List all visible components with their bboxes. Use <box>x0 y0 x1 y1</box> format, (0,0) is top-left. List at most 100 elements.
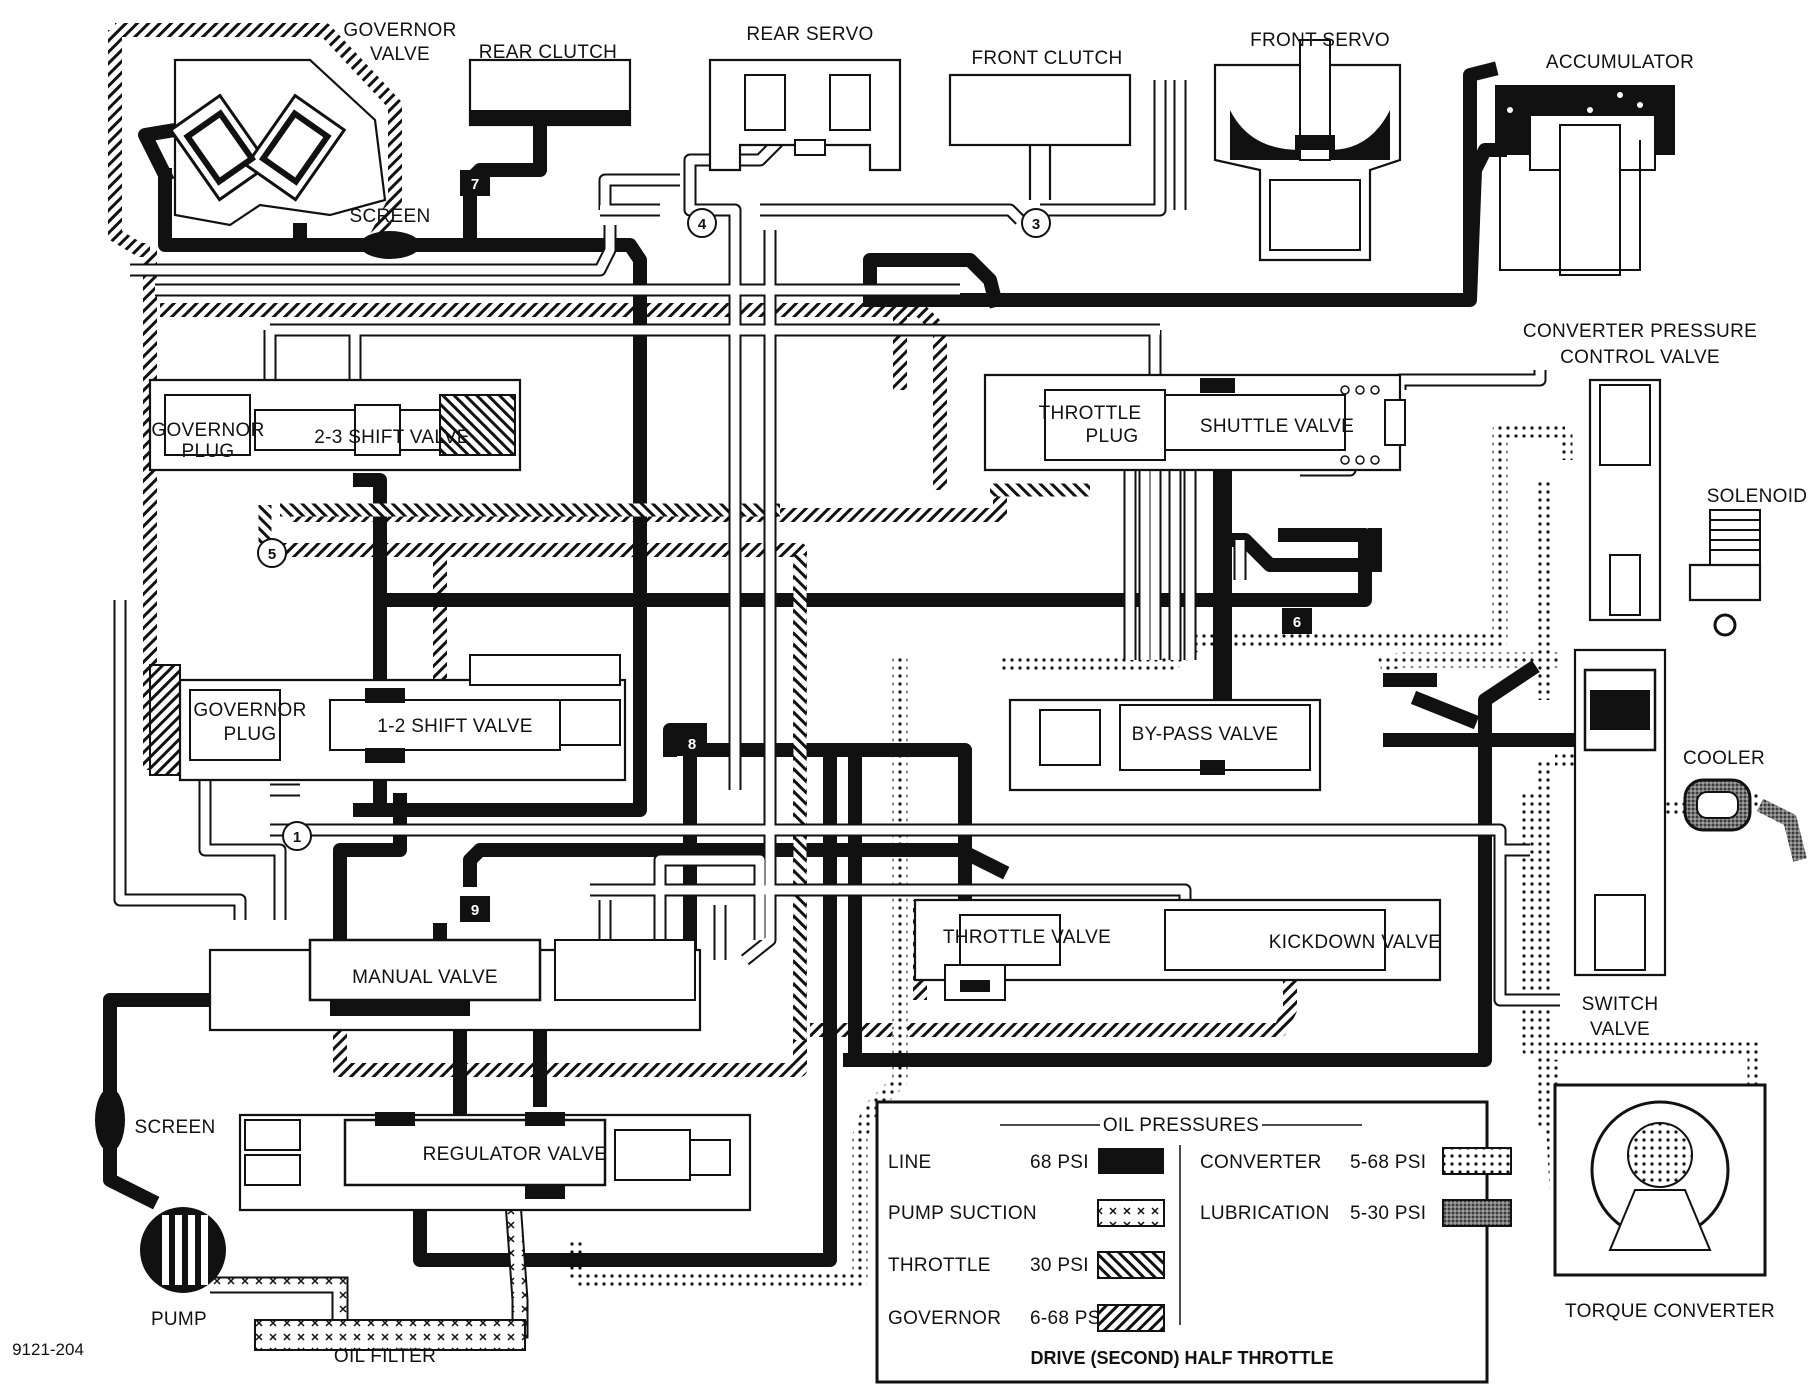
shift-2-3-label: 2-3 SHIFT VALVE <box>314 427 470 448</box>
regulator-valve-label: REGULATOR VALVE <box>423 1144 608 1165</box>
manual-valve-body <box>208 938 702 1032</box>
cooler <box>1664 778 1807 862</box>
pump-label: PUMP <box>151 1309 207 1330</box>
circuit-marker-8: 8 <box>677 730 707 756</box>
legend-heading: OIL PRESSURES <box>1103 1115 1259 1136</box>
legend-lubrication-name: LUBRICATION <box>1200 1203 1330 1224</box>
circuit-marker-7: 7 <box>460 170 490 196</box>
circuit-marker-9: 9 <box>460 896 490 922</box>
legend-pump-suction-swatch <box>1097 1199 1165 1227</box>
circuit-markers: 1 3 4 5 6 7 8 9 <box>257 170 1312 922</box>
circuit-marker-6: 6 <box>1282 608 1312 634</box>
accumulator-body <box>1495 72 1675 276</box>
front-servo-label: FRONT SERVO <box>1250 30 1390 51</box>
manual-valve-label: MANUAL VALVE <box>352 967 498 988</box>
svg-text:7: 7 <box>471 176 479 193</box>
cpcv-label-2: CONTROL VALVE <box>1560 347 1720 368</box>
legend-governor-value: 6-68 PSI <box>1030 1308 1106 1329</box>
svg-text:4: 4 <box>698 216 707 233</box>
pump-suction-passages <box>210 1159 529 1351</box>
rear-servo-label: REAR SERVO <box>746 24 873 45</box>
circuit-marker-4: 4 <box>687 208 717 238</box>
throttle-kickdown-body <box>913 898 1442 1001</box>
svg-text:9: 9 <box>471 902 479 919</box>
rear-clutch-apply <box>470 110 630 125</box>
line-pressure-passages <box>103 61 1587 1267</box>
svg-text:3: 3 <box>1032 216 1040 233</box>
governor-valve-label-2: VALVE <box>370 44 430 65</box>
pump-body <box>140 1207 226 1293</box>
legend-throttle-swatch <box>1097 1251 1165 1279</box>
circuit-marker-5: 5 <box>257 538 287 568</box>
governor-plug-mid-label-1: GOVERNOR <box>193 700 306 721</box>
throttle-plug-label-2: PLUG <box>1086 426 1139 447</box>
converter-pressure-control-body <box>1588 378 1662 622</box>
rear-servo-body <box>708 58 902 172</box>
legend-governor-name: GOVERNOR <box>888 1308 1001 1329</box>
front-clutch-body <box>948 73 1132 147</box>
bottom-screen-element <box>95 1088 125 1152</box>
legend-frame <box>875 1100 1489 1384</box>
legend-converter-value: 5-68 PSI <box>1350 1152 1426 1173</box>
shuttle-valve-body <box>983 373 1406 472</box>
component-labels: GOVERNOR VALVE REAR CLUTCH REAR SERVO FR… <box>12 20 1807 1367</box>
legend: OIL PRESSURES LINE 68 PSI PUMP SUCTION T… <box>875 1100 1512 1384</box>
legend-governor-swatch <box>1097 1304 1165 1332</box>
governor-plug-top-label-1: GOVERNOR <box>151 420 264 441</box>
legend-line-value: 68 PSI <box>1030 1152 1089 1173</box>
top-screen-element <box>360 231 420 259</box>
solenoid-body <box>1688 509 1762 637</box>
governor-plug-top-label-2: PLUG <box>182 441 235 462</box>
shift-valve-2-3-body <box>148 378 522 472</box>
throttle-plug-label-1: THROTTLE <box>1039 403 1142 424</box>
legend-footer: DRIVE (SECOND) HALF THROTTLE <box>1031 1348 1334 1368</box>
svg-text:6: 6 <box>1293 614 1301 631</box>
legend-converter-swatch <box>1442 1147 1512 1175</box>
svg-text:1: 1 <box>293 829 301 846</box>
circuit-marker-3: 3 <box>1021 208 1051 238</box>
cooler-label: COOLER <box>1683 748 1765 769</box>
by-pass-valve-body <box>1008 698 1322 792</box>
torque-converter-body <box>1553 1083 1767 1277</box>
circuit-marker-1: 1 <box>282 821 312 851</box>
throttle-valve-label: THROTTLE VALVE <box>943 927 1111 948</box>
oil-filter-body <box>254 1319 526 1351</box>
legend-line-swatch <box>1098 1148 1164 1174</box>
by-pass-valve-label: BY-PASS VALVE <box>1132 724 1279 745</box>
legend-line-name: LINE <box>888 1152 931 1173</box>
shift-1-2-label: 1-2 SHIFT VALVE <box>377 716 533 737</box>
switch-valve-label-2: VALVE <box>1590 1019 1650 1040</box>
front-clutch-stem <box>1028 145 1052 200</box>
svg-text:5: 5 <box>268 546 276 563</box>
switch-valve-body <box>1573 648 1667 977</box>
kickdown-valve-label: KICKDOWN VALVE <box>1269 932 1441 953</box>
legend-converter-name: CONVERTER <box>1200 1152 1322 1173</box>
screen-top-label: SCREEN <box>350 206 431 227</box>
cpcv-label-1: CONVERTER PRESSURE <box>1523 321 1757 342</box>
solenoid-label: SOLENOID <box>1707 486 1808 507</box>
regulator-valve-body <box>238 1112 752 1212</box>
governor-valve-body <box>168 58 387 227</box>
switch-valve-label-1: SWITCH <box>1582 994 1659 1015</box>
oil-filter-label: OIL FILTER <box>334 1346 436 1367</box>
front-servo-body <box>1213 39 1402 262</box>
rear-clutch-label: REAR CLUTCH <box>479 42 617 63</box>
svg-text:8: 8 <box>688 736 696 753</box>
legend-lubrication-swatch <box>1442 1199 1512 1227</box>
legend-throttle-value: 30 PSI <box>1030 1255 1089 1276</box>
governor-valve-label-1: GOVERNOR <box>343 20 456 41</box>
governor-plug-throttle-block <box>149 664 181 776</box>
front-clutch-label: FRONT CLUTCH <box>971 48 1122 69</box>
legend-throttle-name: THROTTLE <box>888 1255 991 1276</box>
legend-lubrication-value: 5-30 PSI <box>1350 1203 1426 1224</box>
screen-bottom-label: SCREEN <box>135 1117 216 1138</box>
governor-plug-mid-label-2: PLUG <box>224 724 277 745</box>
shift-valve-1-2-body <box>178 654 627 782</box>
accumulator-label: ACCUMULATOR <box>1546 52 1694 73</box>
shuttle-valve-label: SHUTTLE VALVE <box>1200 416 1354 437</box>
legend-pump-suction-name: PUMP SUCTION <box>888 1203 1037 1224</box>
governor-passages <box>258 483 1090 1040</box>
figure-id: 9121-204 <box>12 1340 84 1359</box>
torque-converter-label: TORQUE CONVERTER <box>1565 1301 1775 1322</box>
